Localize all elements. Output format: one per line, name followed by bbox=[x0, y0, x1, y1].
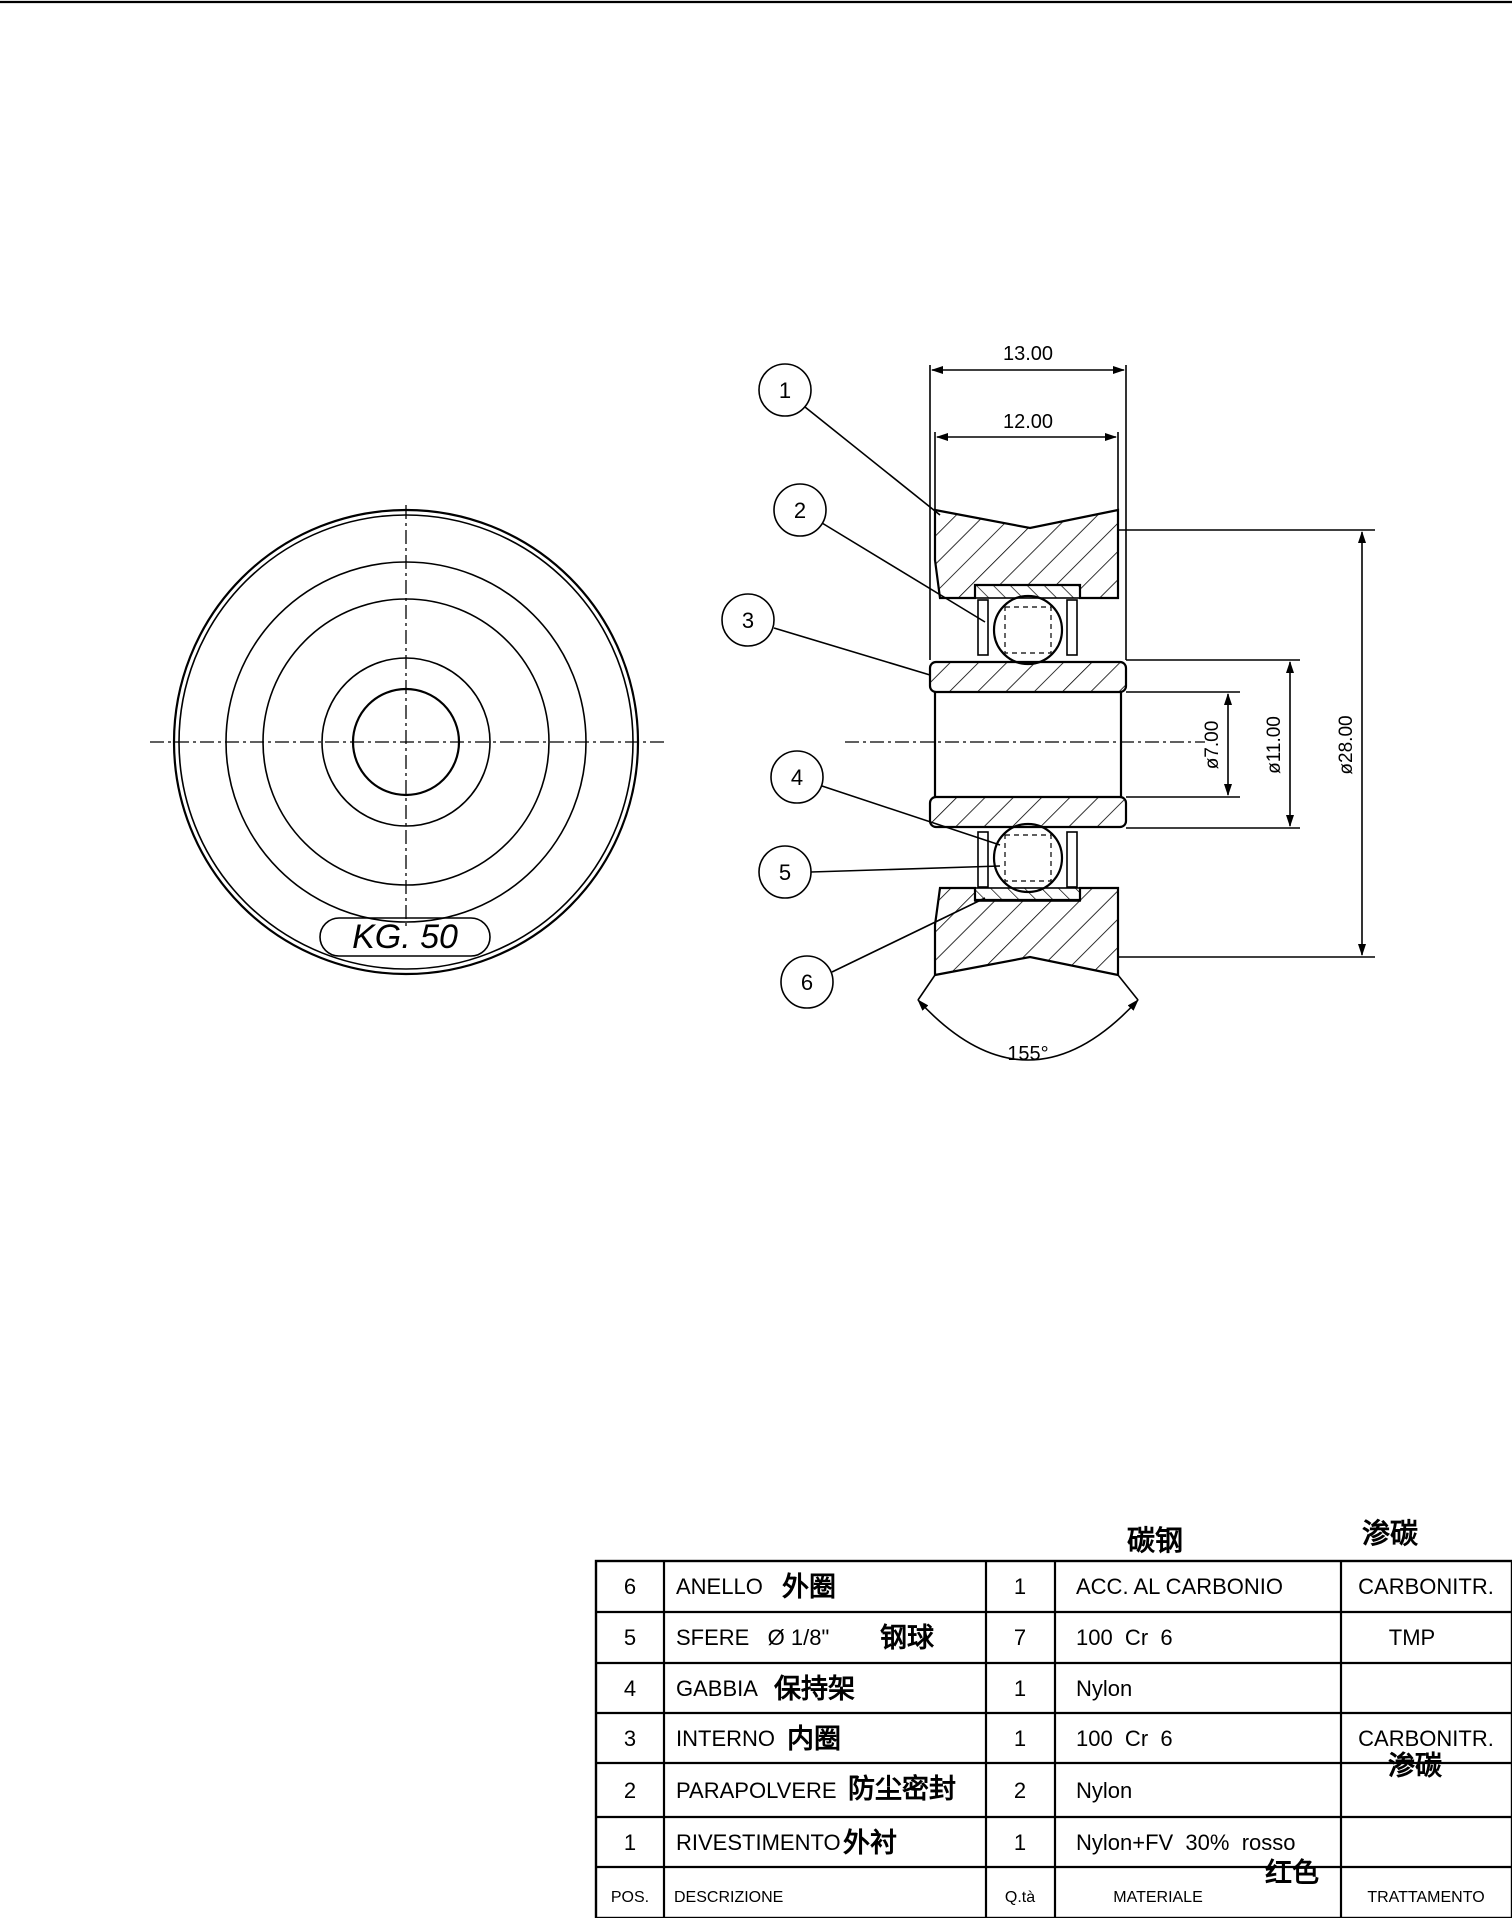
seal-top-left bbox=[977, 599, 989, 656]
header-desc: DESCRIZIONE bbox=[674, 1889, 783, 1906]
header-treatment: TRATTAMENTO bbox=[1367, 1889, 1484, 1906]
cell-material: Nylon bbox=[1076, 1676, 1132, 1701]
cell-material-cn: 红色 bbox=[1265, 1857, 1319, 1889]
cell-material: 100 Cr 6 bbox=[1076, 1726, 1173, 1751]
cell-qty: 7 bbox=[1014, 1625, 1026, 1650]
angle-ext-left bbox=[917, 974, 936, 1001]
header-qty: Q.tà bbox=[1005, 1889, 1035, 1906]
cell-desc: GABBIA bbox=[676, 1676, 758, 1701]
header-material: MATERIALE bbox=[1113, 1889, 1203, 1906]
balloon-1-label: 1 bbox=[779, 378, 791, 403]
seal-bottom-left bbox=[977, 831, 989, 888]
section-view: 13.00 12.00 ø7.00 ø11.00 ø28.00 155° 1 bbox=[721, 343, 1375, 1065]
seal-bottom-right bbox=[1066, 831, 1078, 888]
cell-desc-cn: 内圈 bbox=[787, 1724, 841, 1755]
cell-treatment: TMP bbox=[1389, 1625, 1435, 1650]
dim-inner-ring-diameter: ø11.00 bbox=[1264, 716, 1285, 774]
table-row: 6 ANELLO 外圈 1 ACC. AL CARBONIO CARBONITR… bbox=[624, 1572, 1494, 1603]
cell-treatment: CARBONITR. bbox=[1358, 1574, 1494, 1599]
cell-pos: 1 bbox=[624, 1830, 636, 1855]
cell-qty: 1 bbox=[1014, 1726, 1026, 1751]
cell-pos: 3 bbox=[624, 1726, 636, 1751]
inner-ring-top bbox=[928, 660, 1128, 694]
outer-ring-bottom bbox=[974, 887, 1081, 902]
balloon-1: 1 bbox=[758, 363, 941, 516]
cell-desc: INTERNO bbox=[676, 1726, 775, 1751]
table-row: 2 PARAPOLVERE 防尘密封 2 Nylon bbox=[624, 1773, 1132, 1805]
parts-table: 碳钢 渗碳 6 ANELLO 外圈 1 ACC. AL CARBONIO CAR… bbox=[594, 1517, 1512, 1918]
balloon-3-label: 3 bbox=[742, 608, 754, 633]
table-row: 4 GABBIA 保持架 1 Nylon bbox=[624, 1674, 1132, 1705]
dim-overall-width: 13.00 bbox=[1003, 343, 1053, 365]
balloon-6-label: 6 bbox=[801, 970, 813, 995]
balloon-4: 4 bbox=[770, 750, 1001, 846]
dim-bore-width: 12.00 bbox=[1003, 411, 1053, 433]
cell-treatment-cn: 渗碳 bbox=[1388, 1750, 1443, 1782]
cell-desc: PARAPOLVERE bbox=[676, 1778, 837, 1803]
balloon-3: 3 bbox=[721, 593, 931, 676]
material-cn-label: 碳钢 bbox=[1127, 1524, 1183, 1557]
cell-desc: ANELLO bbox=[676, 1574, 763, 1599]
cell-material: Nylon bbox=[1076, 1778, 1132, 1803]
balloon-5-label: 5 bbox=[779, 860, 791, 885]
balloon-4-label: 4 bbox=[791, 765, 803, 790]
header-pos: POS. bbox=[611, 1889, 649, 1906]
stamp-text: KG. 50 bbox=[352, 918, 458, 956]
table-row: 3 INTERNO 内圈 1 100 Cr 6 CARBONITR. 渗碳 bbox=[624, 1724, 1494, 1782]
cell-qty: 1 bbox=[1014, 1574, 1026, 1599]
cell-qty: 1 bbox=[1014, 1676, 1026, 1701]
cell-desc: RIVESTIMENTO bbox=[676, 1830, 841, 1855]
table-header-row: POS. DESCRIZIONE Q.tà MATERIALE TRATTAME… bbox=[611, 1889, 1485, 1906]
balloon-5: 5 bbox=[758, 845, 1001, 899]
cell-desc-cn: 保持架 bbox=[773, 1674, 855, 1705]
ball-top-cage bbox=[1004, 606, 1052, 654]
dim-outer-diameter: ø28.00 bbox=[1336, 715, 1357, 774]
cell-material: Nylon+FV 30% rosso bbox=[1076, 1830, 1295, 1855]
cell-treatment: CARBONITR. bbox=[1358, 1726, 1494, 1751]
outer-ring-top bbox=[974, 584, 1081, 599]
cell-desc: SFERE Ø 1/8" bbox=[676, 1625, 829, 1650]
inner-ring-bottom bbox=[928, 795, 1128, 829]
balloon-6: 6 bbox=[780, 897, 986, 1009]
ball-top bbox=[992, 594, 1064, 666]
cell-pos: 2 bbox=[624, 1778, 636, 1803]
cell-material: 100 Cr 6 bbox=[1076, 1625, 1173, 1650]
treatment-cn-label: 渗碳 bbox=[1362, 1517, 1419, 1550]
cell-qty: 1 bbox=[1014, 1830, 1026, 1855]
cell-desc-cn: 外圈 bbox=[782, 1572, 836, 1603]
dim-bore-diameter: ø7.00 bbox=[1202, 721, 1223, 770]
cell-desc-cn: 外衬 bbox=[843, 1828, 897, 1859]
table-row: 1 RIVESTIMENTO 外衬 1 Nylon+FV 30% rosso 红… bbox=[624, 1828, 1319, 1889]
cell-desc-cn: 钢球 bbox=[880, 1623, 935, 1654]
ball-bottom bbox=[992, 822, 1064, 894]
balloon-2-label: 2 bbox=[794, 498, 806, 523]
cell-material: ACC. AL CARBONIO bbox=[1076, 1574, 1283, 1599]
table-row: 5 SFERE Ø 1/8" 钢球 7 100 Cr 6 TMP bbox=[624, 1623, 1435, 1654]
cell-pos: 5 bbox=[624, 1625, 636, 1650]
angle-arc bbox=[917, 999, 1139, 1061]
seal-top-right bbox=[1066, 599, 1078, 656]
stamp-frame bbox=[319, 917, 491, 957]
dim-groove-angle: 155° bbox=[1007, 1043, 1048, 1065]
cell-qty: 2 bbox=[1014, 1778, 1026, 1803]
angle-ext-right bbox=[1117, 974, 1139, 1001]
balloon-2: 2 bbox=[773, 483, 986, 623]
cell-desc-cn: 防尘密封 bbox=[848, 1773, 956, 1805]
cell-pos: 6 bbox=[624, 1574, 636, 1599]
cell-pos: 4 bbox=[624, 1676, 636, 1701]
ball-bottom-cage bbox=[1004, 834, 1052, 882]
front-view: KG. 50 bbox=[150, 505, 665, 976]
